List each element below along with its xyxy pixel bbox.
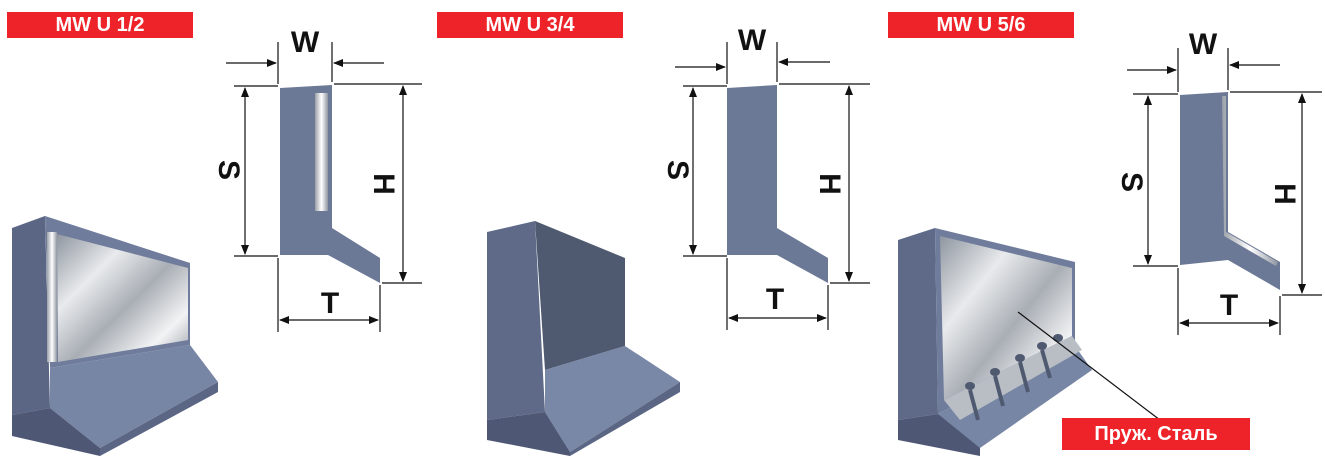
dimension-lines-2 (675, 42, 870, 330)
dim-label-s-3: S (1115, 172, 1148, 192)
variant-tag-1: MW U 1/2 (7, 12, 193, 38)
callout-leader-line (1017, 311, 1161, 421)
variant-tag-3: MW U 5/6 (888, 12, 1074, 38)
block-3d-3 (898, 228, 1092, 456)
dimension-lines-1 (226, 42, 422, 332)
block-3d-2 (487, 221, 680, 456)
section-profile-1 (280, 85, 380, 283)
dim-label-w-1: W (291, 26, 320, 59)
dimension-lines-3 (1127, 48, 1322, 335)
block-3d-1 (12, 216, 218, 456)
dim-label-h-1: H (367, 173, 400, 195)
material-callout: Пруж. Сталь (1062, 418, 1250, 450)
variant-tag-2: MW U 3/4 (437, 12, 623, 38)
dim-label-s-2: S (661, 160, 694, 180)
dim-label-s-1: S (212, 160, 245, 180)
dim-label-t-3: T (1220, 289, 1238, 322)
dim-label-w-2: W (738, 24, 767, 57)
dim-label-h-3: H (1268, 183, 1301, 205)
dim-label-t-2: T (766, 283, 784, 316)
dim-label-t-1: T (321, 287, 339, 320)
section-profile-3 (1180, 92, 1280, 290)
section-profile-2 (727, 85, 828, 283)
dim-label-w-3: W (1189, 28, 1218, 61)
dim-label-h-2: H (813, 173, 846, 195)
